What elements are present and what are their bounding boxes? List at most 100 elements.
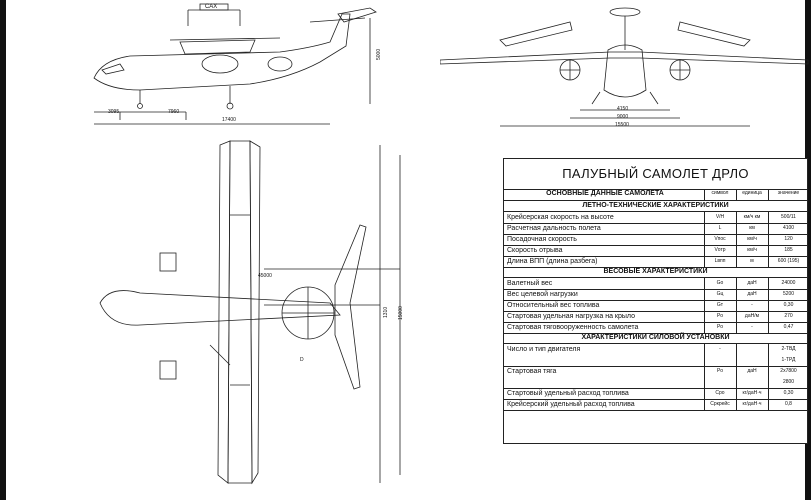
row-unit: даН <box>736 366 767 388</box>
row-symbol: V/H <box>704 212 735 223</box>
row-value: 185 <box>768 245 808 256</box>
row-symbol: Cро <box>704 388 735 399</box>
table-row: Относительный вес топлива Gт-0,30 <box>504 300 807 312</box>
row-name: Валетный вес <box>507 280 553 287</box>
row-unit: даН/м <box>736 311 767 322</box>
plan-view-drawing <box>99 140 401 485</box>
row-unit: км/ч <box>736 234 767 245</box>
row-value-line-2: 2800 <box>782 379 795 385</box>
row-value: 270 <box>768 311 808 322</box>
row-value: 120 <box>768 234 808 245</box>
right-border <box>805 0 811 500</box>
row-unit <box>736 344 767 366</box>
row-symbol: Po <box>704 311 735 322</box>
row-value: 0,30 <box>768 388 808 399</box>
row-value: 0,30 <box>768 300 808 311</box>
row-name: Стартовая тяга <box>507 368 557 375</box>
row-name: Крейсерская скорость на высоте <box>507 214 614 221</box>
section-title: ХАРАКТЕРИСТИКИ СИЛОВОЙ УСТАНОВКИ <box>504 333 807 344</box>
row-symbol: Po <box>704 322 735 333</box>
row-unit: даН <box>736 289 767 300</box>
row-symbol: Gц <box>704 289 735 300</box>
row-value-line-2: 1-ТРД <box>781 357 796 363</box>
row-symbol: Cркрейс <box>704 399 735 410</box>
row-unit: - <box>736 300 767 311</box>
row-unit: даН <box>736 278 767 289</box>
row-unit: кг/даН·ч <box>736 388 767 399</box>
side-dim-height: 5000 <box>376 48 382 60</box>
row-value: 0,8 <box>768 399 808 410</box>
table-title: ПАЛУБНЫЙ САМОЛЕТ ДРЛО <box>504 159 807 190</box>
spec-table: ПАЛУБНЫЙ САМОЛЕТ ДРЛО ОСНОВНЫЕ ДАННЫЕ СА… <box>503 158 808 444</box>
row-symbol: Gт <box>704 300 735 311</box>
row-symbol: Gо <box>704 278 735 289</box>
row-value: 600 (195) <box>768 256 808 267</box>
row-value: 2-ТВД 1-ТРД <box>768 344 808 366</box>
row-unit: км/ч <box>736 245 767 256</box>
row-symbol: - <box>704 344 735 366</box>
front-view-drawing <box>440 7 809 127</box>
row-symbol: L <box>704 223 735 234</box>
row-unit: м <box>736 256 767 267</box>
table-header-row: ОСНОВНЫЕ ДАННЫЕ САМОЛЕТА символ единица … <box>504 190 807 201</box>
table-row: Крейсерский удельный расход топлива Cркре… <box>504 399 807 411</box>
row-value: 0,47 <box>768 322 808 333</box>
row-unit: - <box>736 322 767 333</box>
front-dim-inner: 4150 <box>617 106 629 112</box>
row-value-line-1: 2х7800 <box>780 368 797 374</box>
row-unit: кг/даН·ч <box>736 399 767 410</box>
section-title: ВЕСОВЫЕ ХАРАКТЕРИСТИКИ <box>504 267 807 278</box>
left-border <box>0 0 6 500</box>
header-value: значение <box>768 190 808 200</box>
row-value: 5200 <box>768 289 808 300</box>
row-value: 24000 <box>768 278 808 289</box>
row-name: Стартовая тяговооруженность самолета <box>507 324 639 331</box>
table-row: Стартовая тяговооруженность самолета Po-0… <box>504 322 807 334</box>
row-name: Расчетная дальность полета <box>507 225 601 232</box>
plan-sweep-angle: 45000 <box>258 273 272 279</box>
row-name: Стартовая удельная нагрузка на крыло <box>507 313 635 320</box>
row-symbol: Vотр <box>704 245 735 256</box>
row-name: Относительный вес топлива <box>507 302 600 309</box>
side-label-text: САХ <box>205 4 218 10</box>
table-row: Число и тип двигателя - 2-ТВД 1-ТРД <box>504 344 807 367</box>
row-symbol: Lвпп <box>704 256 735 267</box>
row-name: Скорость отрыва <box>507 247 563 254</box>
row-name: Длина ВПП (длина разбега) <box>507 258 598 265</box>
plan-dim-small: D <box>300 357 304 363</box>
row-value: 500/11 <box>768 212 808 223</box>
row-symbol: Po <box>704 366 735 388</box>
section-title: ЛЕТНО-ТЕХНИЧЕСКИЕ ХАРАКТЕРИСТИКИ <box>504 201 807 212</box>
plan-dim-span-1: 1310 <box>383 306 389 318</box>
front-dim-mid: 9000 <box>617 114 629 120</box>
row-symbol: Vпос <box>704 234 735 245</box>
row-unit: км/ч км <box>736 212 767 223</box>
side-view-drawing <box>93 3 377 125</box>
row-name: Число и тип двигателя <box>507 346 581 353</box>
row-name: Посадочная скорость <box>507 236 577 243</box>
header-unit: единица <box>736 190 767 200</box>
header-symbol: символ <box>704 190 735 200</box>
row-value: 4100 <box>768 223 808 234</box>
side-dim-left: 3095 <box>108 109 120 115</box>
front-dim-span: 15500 <box>615 122 629 128</box>
row-name: Вес целевой нагрузки <box>507 291 578 298</box>
row-name: Стартовый удельный расход топлива <box>507 390 629 397</box>
row-unit: км <box>736 223 767 234</box>
side-dim-mid: 7960 <box>168 109 180 115</box>
row-name: Крейсерский удельный расход топлива <box>507 401 635 408</box>
row-value-line-1: 2-ТВД <box>781 346 796 352</box>
plan-dim-span-2: 15000 <box>398 306 404 320</box>
header-name: ОСНОВНЫЕ ДАННЫЕ САМОЛЕТА <box>546 190 664 197</box>
